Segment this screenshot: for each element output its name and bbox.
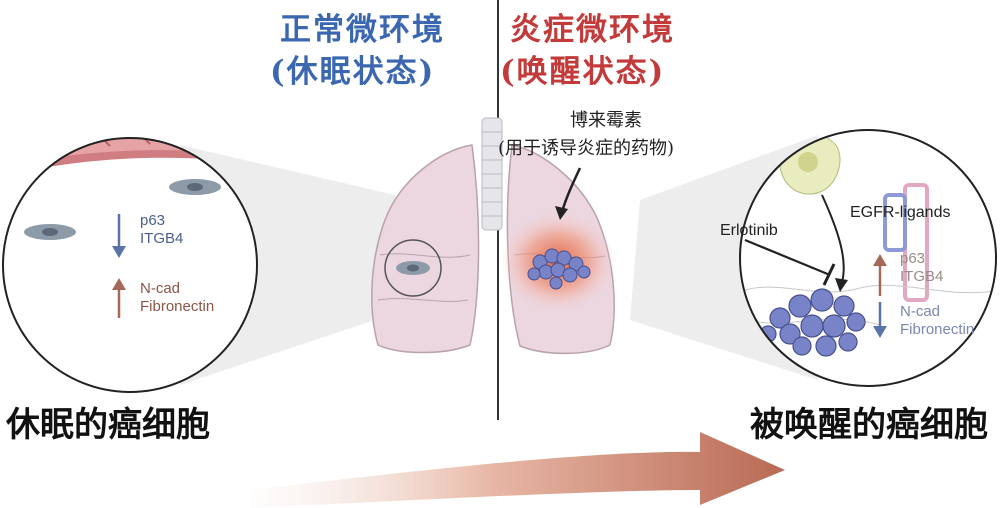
left-title-line1: 正常微环境 <box>280 12 445 48</box>
zoom-ring <box>384 239 442 297</box>
left-label-p63: p63 <box>140 212 166 229</box>
right-caption: 被唤醒的癌细胞 <box>750 405 988 445</box>
right-up-labels: p63 ITGB4 <box>900 250 943 286</box>
right-zoom-circle <box>739 129 997 387</box>
left-label-itgb4: ITGB4 <box>140 230 184 247</box>
right-title-line2: (唤醒状态) <box>500 54 666 90</box>
right-down-labels: N-cad Fibronectin <box>900 303 974 339</box>
drug-description: (用于诱导炎症的药物) <box>498 138 675 159</box>
left-down-labels: p63 ITGB4 <box>140 212 183 248</box>
right-label-itgb4: ITGB4 <box>900 268 944 285</box>
up-arrow-icon-right <box>873 254 887 266</box>
left-caption: 休眠的癌细胞 <box>6 405 210 445</box>
erlotinib-label: Erlotinib <box>720 222 778 239</box>
inhibition-icon <box>744 238 831 277</box>
trachea <box>481 117 503 231</box>
left-title-line2: (休眠状态) <box>270 54 436 90</box>
right-lung <box>500 144 616 355</box>
right-label-p63: p63 <box>900 250 926 267</box>
tumor-cluster <box>527 248 591 290</box>
down-arrow-icon-right <box>873 326 887 338</box>
drug-name: 博来霉素 <box>570 110 642 131</box>
egfr-ligands-label: EGFR-ligands <box>850 204 951 221</box>
down-arrow-icon <box>112 246 126 258</box>
right-title-line1: 炎症微环境 <box>510 12 675 48</box>
left-up-labels: N-cad Fibronectin <box>140 280 214 316</box>
right-label-fibronectin: Fibronectin <box>900 321 975 338</box>
left-lung <box>371 144 480 354</box>
up-arrow-icon <box>112 278 126 290</box>
left-label-fibronectin: Fibronectin <box>140 298 215 315</box>
right-label-ncad: N-cad <box>900 303 941 320</box>
transition-arrow <box>250 432 785 508</box>
left-label-ncad: N-cad <box>140 280 181 297</box>
